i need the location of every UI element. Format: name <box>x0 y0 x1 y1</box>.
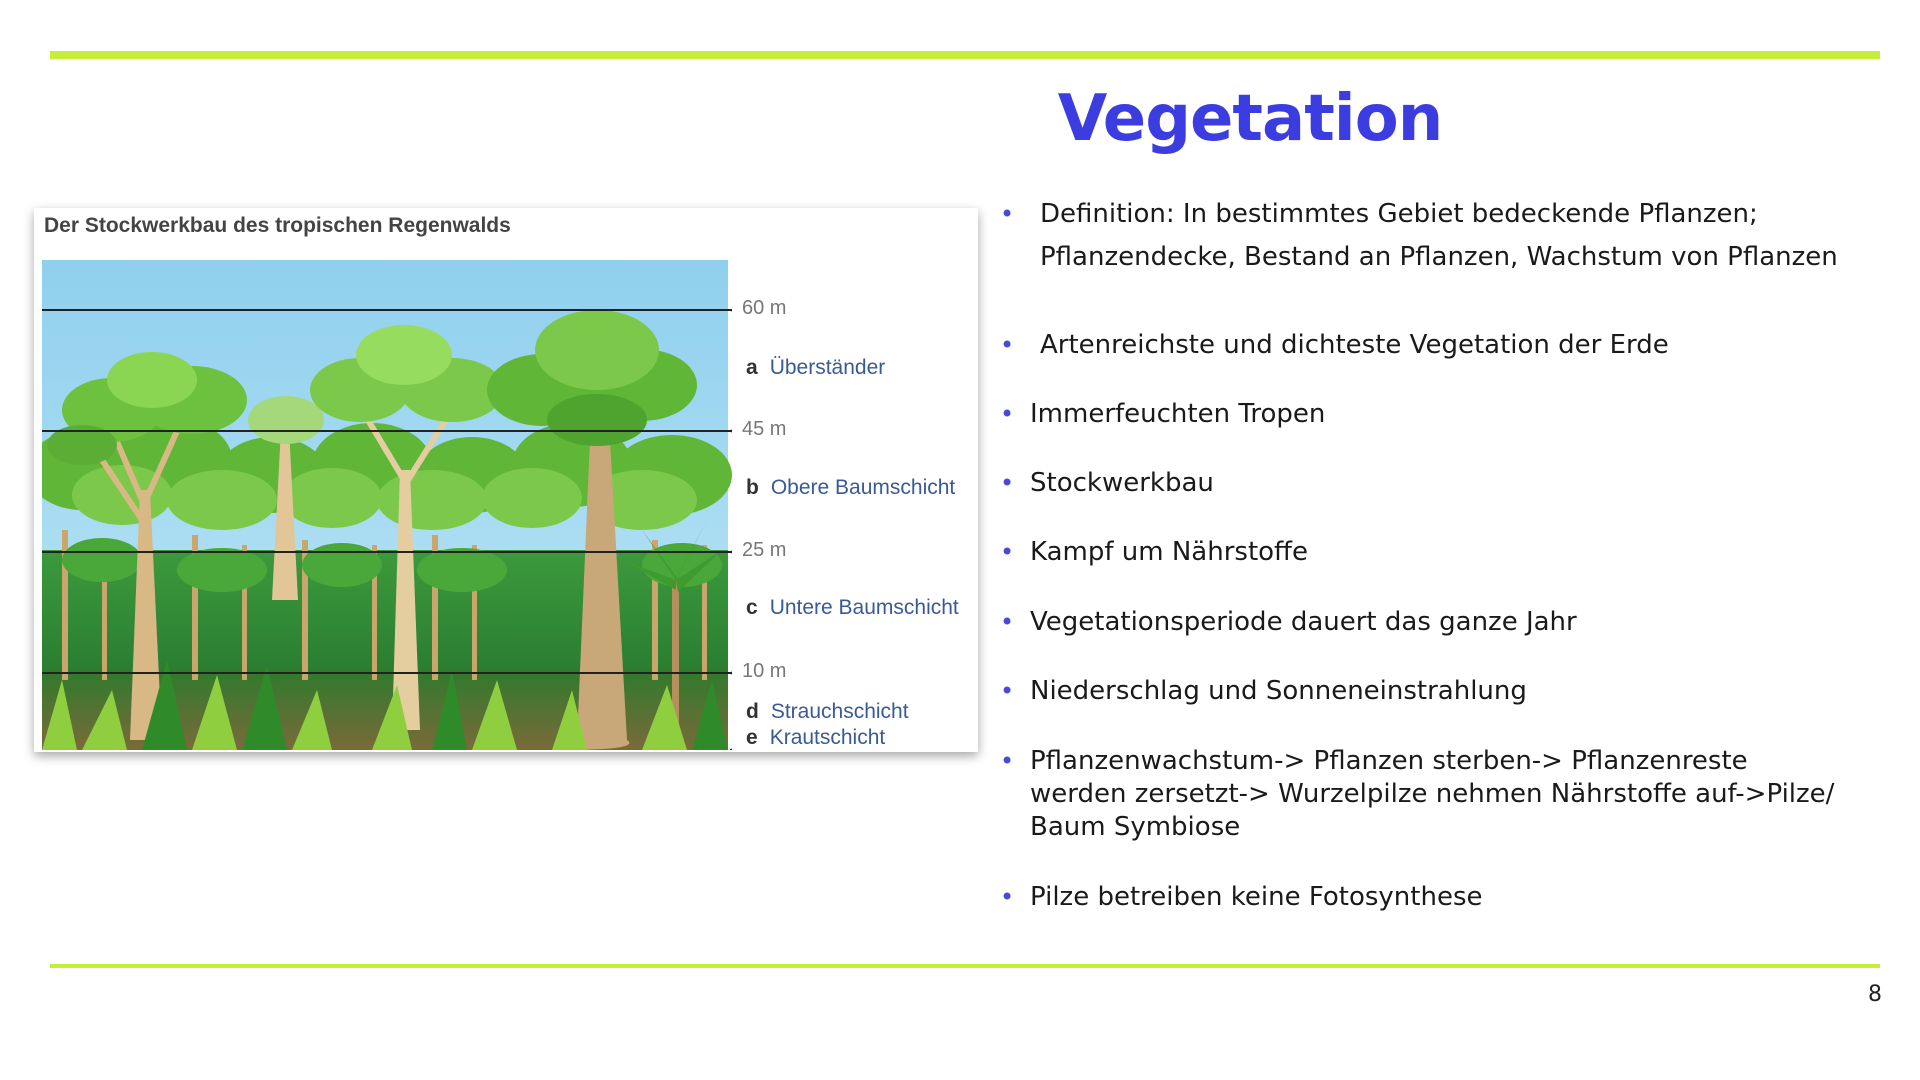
layer-letter: c <box>746 596 758 619</box>
bullet-text: Pilze betreiben keine Fotosynthese <box>1030 882 1483 912</box>
layer-letter: b <box>746 476 759 499</box>
layer-name: Krautschicht <box>769 726 886 749</box>
bullet-text: Kampf um Nährstoffe <box>1030 537 1308 567</box>
bullet-tropen: Immerfeuchten Tropen <box>1000 398 1325 431</box>
layer-name: Obere Baumschicht <box>770 476 956 499</box>
bullet-definition: Definition: In bestimmtes Gebiet bedecke… <box>1000 198 1838 274</box>
bullet-text: Vegetationsperiode dauert das ganze Jahr <box>1030 607 1577 637</box>
layer-name: Untere Baumschicht <box>769 596 959 619</box>
height-label-60: 60 m <box>742 297 787 319</box>
bullet-text: Artenreichste und dichteste Vegetation d… <box>1040 330 1669 360</box>
layer-letter: a <box>746 356 758 379</box>
bullet-text: Definition: In bestimmtes Gebiet bedecke… <box>1040 199 1758 229</box>
top-accent-rule <box>50 51 1880 59</box>
page-number: 8 <box>1868 982 1882 1007</box>
bullet-text-continued: werden zersetzt-> Wurzelpilze nehmen Näh… <box>1030 779 1835 809</box>
rainforest-layers-figure: Der Stockwerkbau des tropischen Regenwal… <box>34 208 978 752</box>
bullet-text-continued: Baum Symbiose <box>1030 812 1241 842</box>
figure-title: Der Stockwerkbau des tropischen Regenwal… <box>44 214 511 237</box>
layer-label-c: c Untere Baumschicht <box>746 596 959 620</box>
layer-name: Überständer <box>769 356 886 379</box>
bottom-accent-rule <box>50 964 1880 968</box>
layer-name: Strauchschicht <box>770 700 909 723</box>
height-label-10: 10 m <box>742 660 787 682</box>
height-label-25: 25 m <box>742 539 787 561</box>
layer-letter: e <box>746 726 758 749</box>
bullet-niederschlag: Niederschlag und Sonneneinstrahlung <box>1000 675 1527 708</box>
layer-letter: d <box>746 700 759 723</box>
slide-title: Vegetation <box>1057 82 1444 156</box>
bullet-stockwerkbau: Stockwerkbau <box>1000 467 1214 500</box>
layer-label-d: d Strauchschicht <box>746 700 909 724</box>
bullet-pflanzenwachstum: Pflanzenwachstum-> Pflanzen sterben-> Pf… <box>1000 745 1834 844</box>
height-label-45: 45 m <box>742 418 787 440</box>
bullet-text: Niederschlag und Sonneneinstrahlung <box>1030 676 1527 706</box>
bullet-text-continued: Pflanzendecke, Bestand an Pflanzen, Wach… <box>1040 242 1838 272</box>
bullet-naehrstoffe: Kampf um Nährstoffe <box>1000 536 1308 569</box>
bullet-artenreich: Artenreichste und dichteste Vegetation d… <box>1000 329 1669 362</box>
bullet-text: Pflanzenwachstum-> Pflanzen sterben-> Pf… <box>1030 746 1748 776</box>
bullet-text: Stockwerkbau <box>1030 468 1214 498</box>
bullet-vegetationsperiode: Vegetationsperiode dauert das ganze Jahr <box>1000 606 1577 639</box>
rainforest-illustration <box>42 260 732 750</box>
layer-label-e: e Krautschicht <box>746 726 885 750</box>
layer-label-b: b Obere Baumschicht <box>746 476 955 500</box>
bullet-pilze: Pilze betreiben keine Fotosynthese <box>1000 881 1483 914</box>
layer-label-a: a Überständer <box>746 356 885 380</box>
bullet-text: Immerfeuchten Tropen <box>1030 399 1326 429</box>
